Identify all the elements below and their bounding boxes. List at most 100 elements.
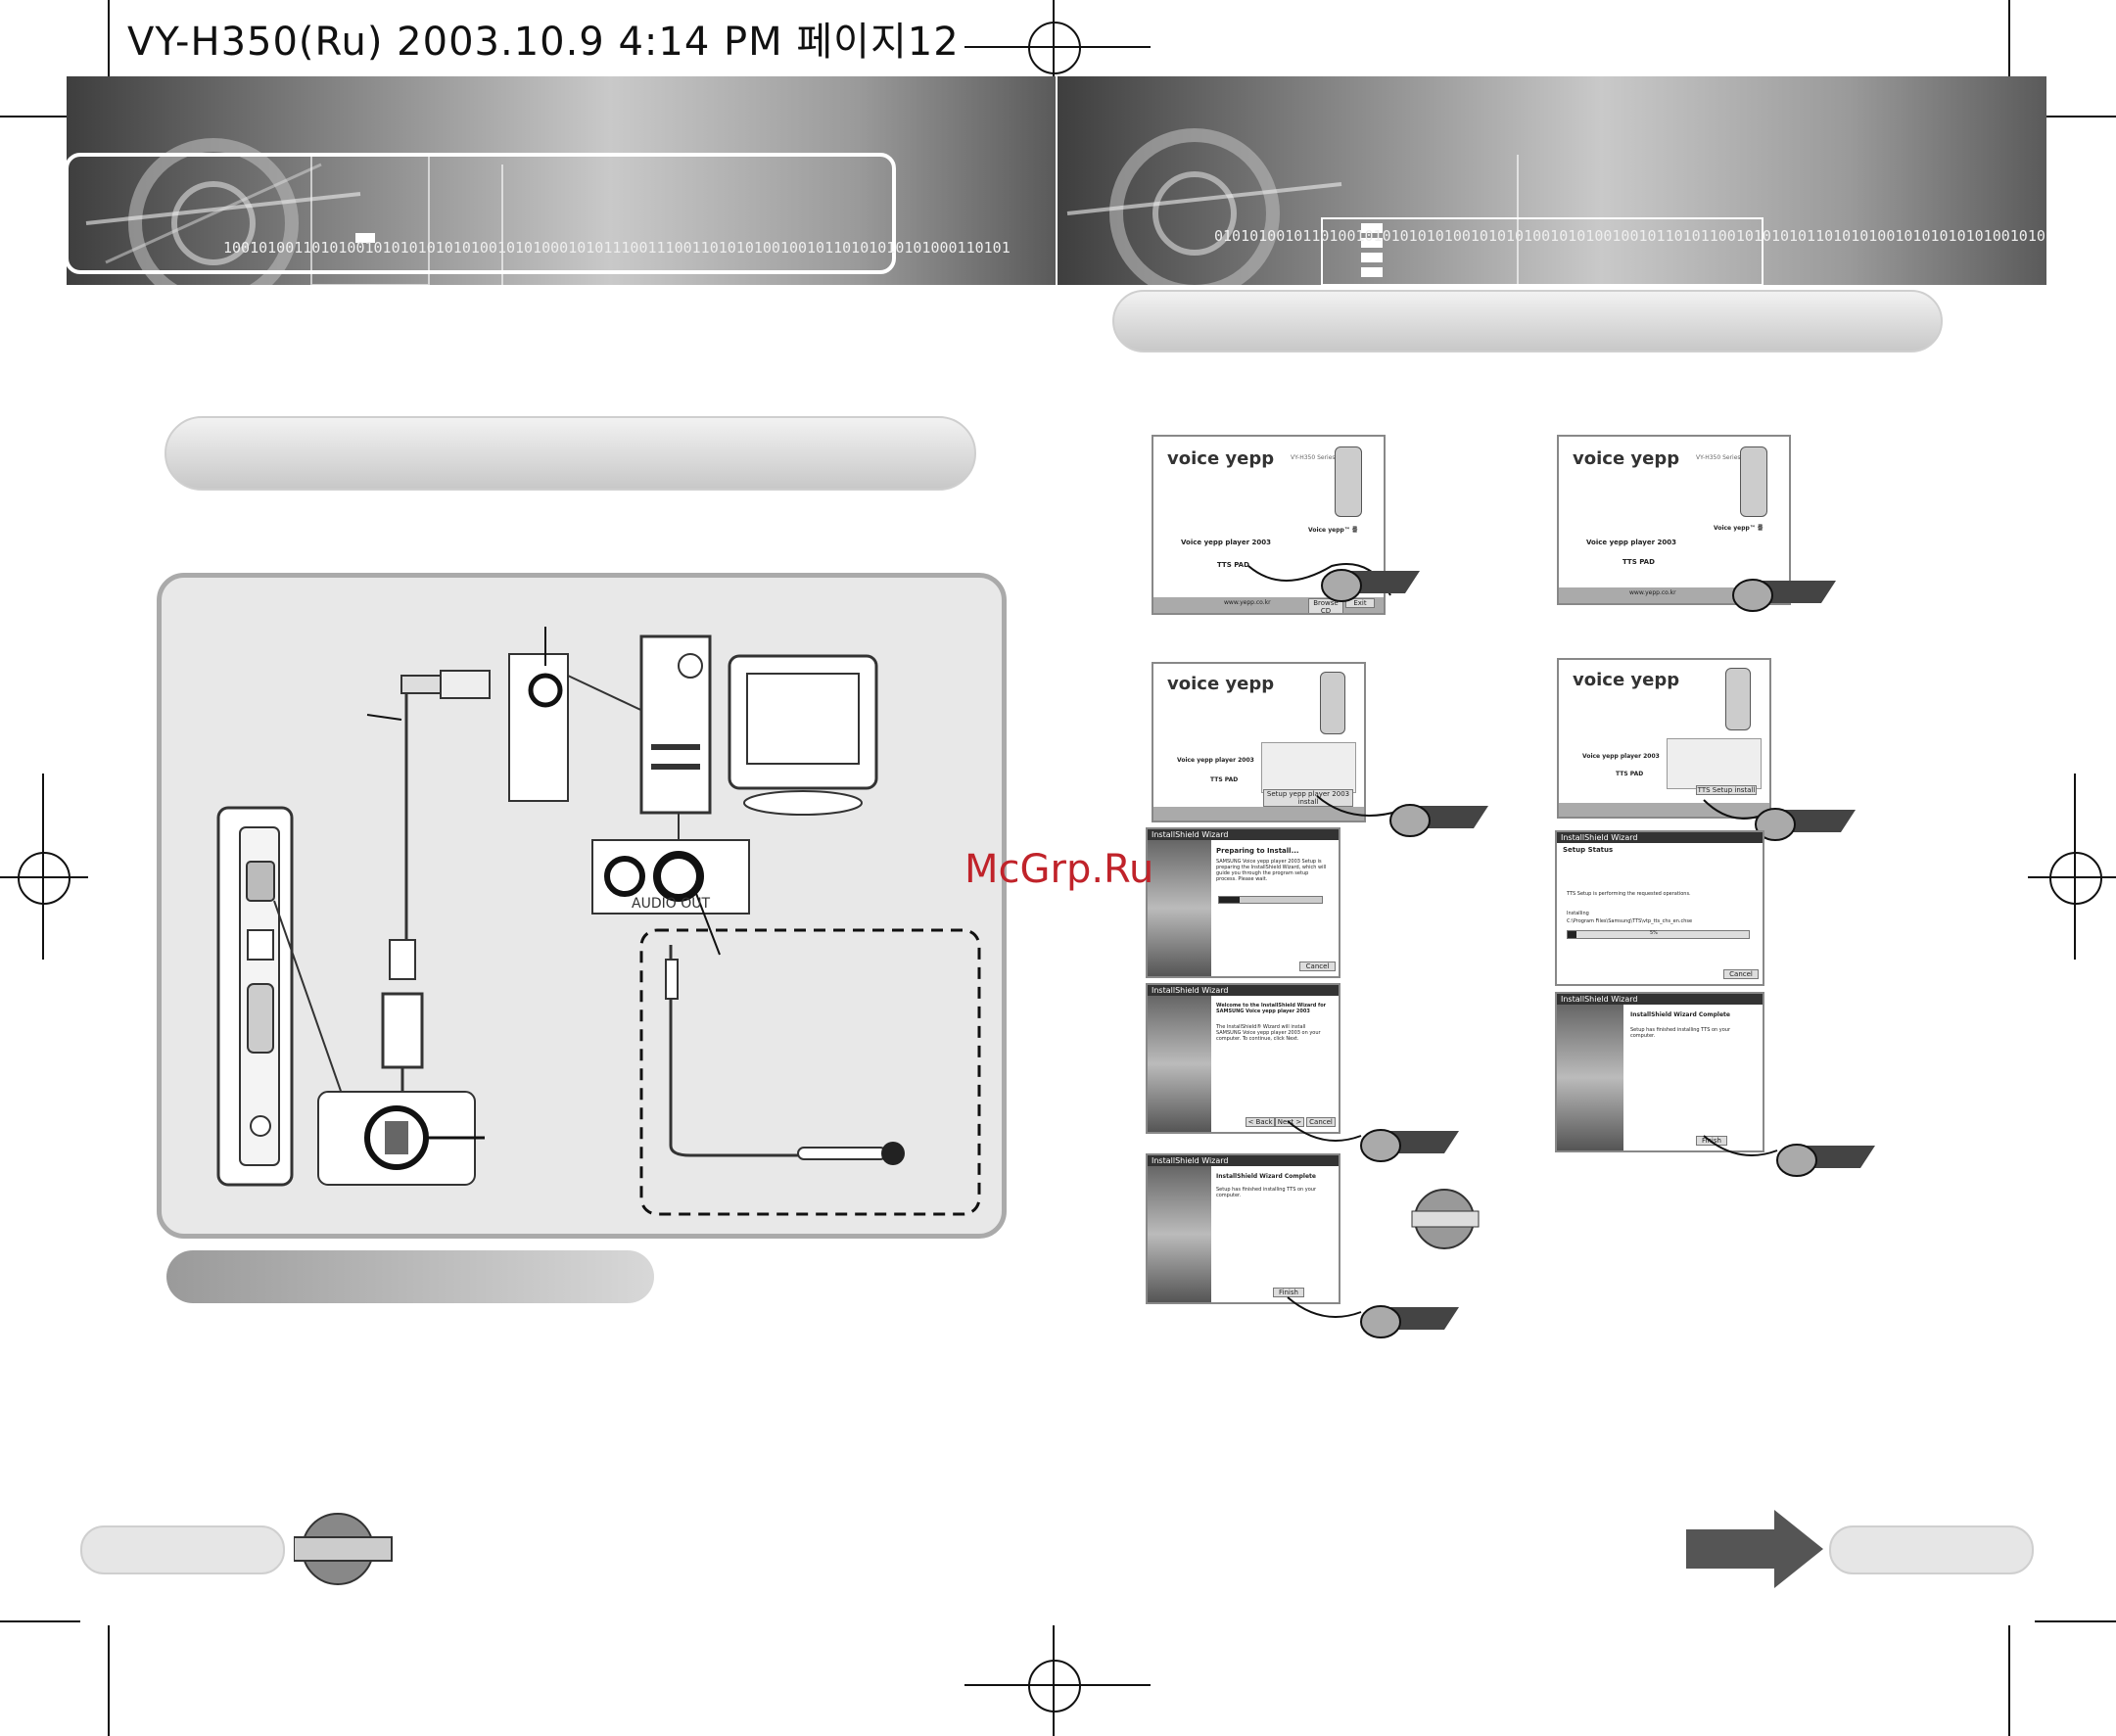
- binary-strip: 1001010011010100101010101010100101010001…: [223, 239, 1011, 257]
- wizard-side-image: [1148, 840, 1211, 976]
- info-box: [1261, 742, 1356, 793]
- cursor-callout: [1247, 563, 1420, 602]
- finish-button[interactable]: Finish: [1273, 1288, 1304, 1297]
- registration-mark: [1028, 1660, 1081, 1713]
- wizard-side-image: [1148, 1166, 1211, 1302]
- wizard-titlebar: InstallShield Wizard: [1148, 985, 1339, 996]
- wizard-complete: InstallShield Wizard InstallShield Wizar…: [1146, 1153, 1340, 1304]
- print-slug: VY-H350(Ru) 2003.10.9 4:14 PM 페이지12: [127, 20, 960, 65]
- registration-mark: [18, 852, 71, 905]
- tts-menu-item: TTS PAD: [1210, 776, 1239, 783]
- cancel-button[interactable]: Cancel: [1306, 1117, 1336, 1127]
- page-number-pill-right: [1829, 1525, 2034, 1574]
- wizard-titlebar: InstallShield Wizard: [1557, 832, 1763, 843]
- registration-mark: [42, 774, 44, 960]
- banner-decoration: [67, 138, 896, 285]
- voice-yepp-logo: voice yepp: [1573, 670, 1680, 690]
- page-number-icon: [294, 1513, 393, 1585]
- connection-diagram: AUDIO OUT: [157, 573, 1007, 1239]
- next-page-arrow-icon[interactable]: [1686, 1510, 1823, 1588]
- wizard-heading: InstallShield Wizard Complete: [1216, 1173, 1316, 1180]
- crop-line: [2008, 1625, 2010, 1736]
- screenshot-autorun-3: voice yepp Voice yepp player 2003 TTS PA…: [1152, 662, 1366, 822]
- note-icon: [1411, 1189, 1480, 1249]
- setup-player-button[interactable]: Setup yepp player 2003 install: [1263, 789, 1353, 807]
- header-banner-right: 0101010010110100101010101010010101010010…: [1058, 76, 2046, 285]
- registration-mark: [1053, 0, 1055, 76]
- voice-yepp-logo: voice yepp: [1167, 674, 1275, 694]
- banner-decoration: [1066, 128, 1763, 285]
- wizard-welcome: InstallShield Wizard Welcome to the Inst…: [1146, 983, 1340, 1134]
- wizard-heading: Welcome to the InstallShield Wizard for …: [1216, 1003, 1327, 1014]
- crop-line: [2035, 1620, 2116, 1622]
- info-label: Voice yepp™ 를: [1714, 525, 1763, 532]
- info-label: Voice yepp™ 를: [1308, 527, 1358, 534]
- crop-line: [2008, 0, 2010, 110]
- wizard-titlebar: InstallShield Wizard: [1148, 1155, 1339, 1166]
- browse-cd-button[interactable]: Browse CD: [1308, 598, 1343, 613]
- crop-line: [108, 1625, 110, 1736]
- registration-mark: [2028, 876, 2116, 878]
- cursor-callout: [1287, 1296, 1459, 1338]
- device-image: [1725, 668, 1751, 730]
- series-label: VY-H350 Series: [1291, 454, 1336, 461]
- progress-bar: [1218, 896, 1323, 904]
- wizard-setup-status: InstallShield Wizard Setup Status TTS Se…: [1555, 830, 1764, 986]
- footer-bar: [1559, 803, 1769, 817]
- wizard-text: TTS Setup is performing the requested op…: [1567, 891, 1691, 897]
- player-menu-item: Voice yepp player 2003: [1586, 539, 1676, 546]
- wizard-heading: InstallShield Wizard Complete: [1630, 1011, 1730, 1018]
- wizard-text: The InstallShield® Wizard will install S…: [1216, 1024, 1321, 1042]
- page-number-pill-left: [80, 1525, 285, 1574]
- crop-line: [0, 1620, 80, 1622]
- tts-menu-item: TTS PAD: [1217, 561, 1249, 569]
- cursor-callout: [1703, 1135, 1875, 1177]
- player-menu-item: Voice yepp player 2003: [1582, 753, 1660, 760]
- connection-illustration: [216, 627, 981, 1216]
- device-image: [1320, 672, 1345, 734]
- wizard-titlebar: InstallShield Wizard: [1148, 829, 1339, 840]
- wizard-heading: Setup Status: [1563, 846, 1614, 854]
- device-image: [1740, 446, 1767, 517]
- crop-line: [108, 0, 110, 110]
- registration-mark: [964, 46, 1151, 48]
- binary-strip: 0101010010110100101010101010010101010010…: [1214, 227, 2046, 245]
- wizard-titlebar: InstallShield Wizard: [1557, 994, 1763, 1005]
- installing-label: Installing: [1567, 911, 1589, 916]
- series-label: VY-H350 Series: [1696, 454, 1741, 461]
- wizard-text: SAMSUNG Voice yepp player 2003 Setup is …: [1216, 859, 1327, 882]
- header-banner-left: 1001010011010100101010101010100101010001…: [67, 76, 1056, 285]
- cancel-button[interactable]: Cancel: [1299, 962, 1336, 971]
- voice-yepp-logo: voice yepp: [1573, 448, 1680, 469]
- screenshot-autorun-2: voice yepp VY-H350 Series Voice yepp™ 를 …: [1557, 435, 1791, 605]
- cursor-callout: [1732, 579, 1836, 612]
- section-title-pill: [1112, 290, 1943, 352]
- url-label: www.yepp.co.kr: [1629, 589, 1676, 596]
- registration-mark: [1028, 22, 1081, 74]
- back-button[interactable]: < Back: [1246, 1117, 1275, 1127]
- tts-menu-item: TTS PAD: [1622, 558, 1655, 566]
- progress-percent: 5%: [1650, 930, 1658, 936]
- wizard-side-image: [1557, 1005, 1623, 1150]
- progress-bar: [1567, 930, 1750, 939]
- device-image: [1335, 446, 1362, 517]
- registration-mark: [0, 876, 88, 878]
- cursor-callout: [1287, 1120, 1459, 1162]
- registration-mark: [2074, 774, 2076, 960]
- note-bar: [166, 1250, 654, 1303]
- player-menu-item: Voice yepp player 2003: [1177, 757, 1254, 764]
- install-path: C:\Program Files\Samsung\TTS\vtp_tts_chs…: [1567, 918, 1693, 924]
- crop-line: [2035, 116, 2116, 117]
- registration-mark: [1053, 1625, 1055, 1736]
- cancel-button[interactable]: Cancel: [1723, 969, 1759, 979]
- registration-mark: [2049, 852, 2102, 905]
- wizard-side-image: [1148, 996, 1211, 1132]
- tts-setup-button[interactable]: TTS Setup install: [1696, 785, 1757, 795]
- exit-button[interactable]: Exit: [1345, 598, 1375, 608]
- screenshot-autorun-4: voice yepp Voice yepp player 2003 TTS PA…: [1557, 658, 1771, 819]
- info-box: [1667, 738, 1762, 789]
- wizard-heading: Preparing to Install...: [1216, 847, 1299, 855]
- section-title-pill: [165, 416, 976, 491]
- cursor-callout: [1316, 795, 1488, 837]
- voice-yepp-logo: voice yepp: [1167, 448, 1275, 469]
